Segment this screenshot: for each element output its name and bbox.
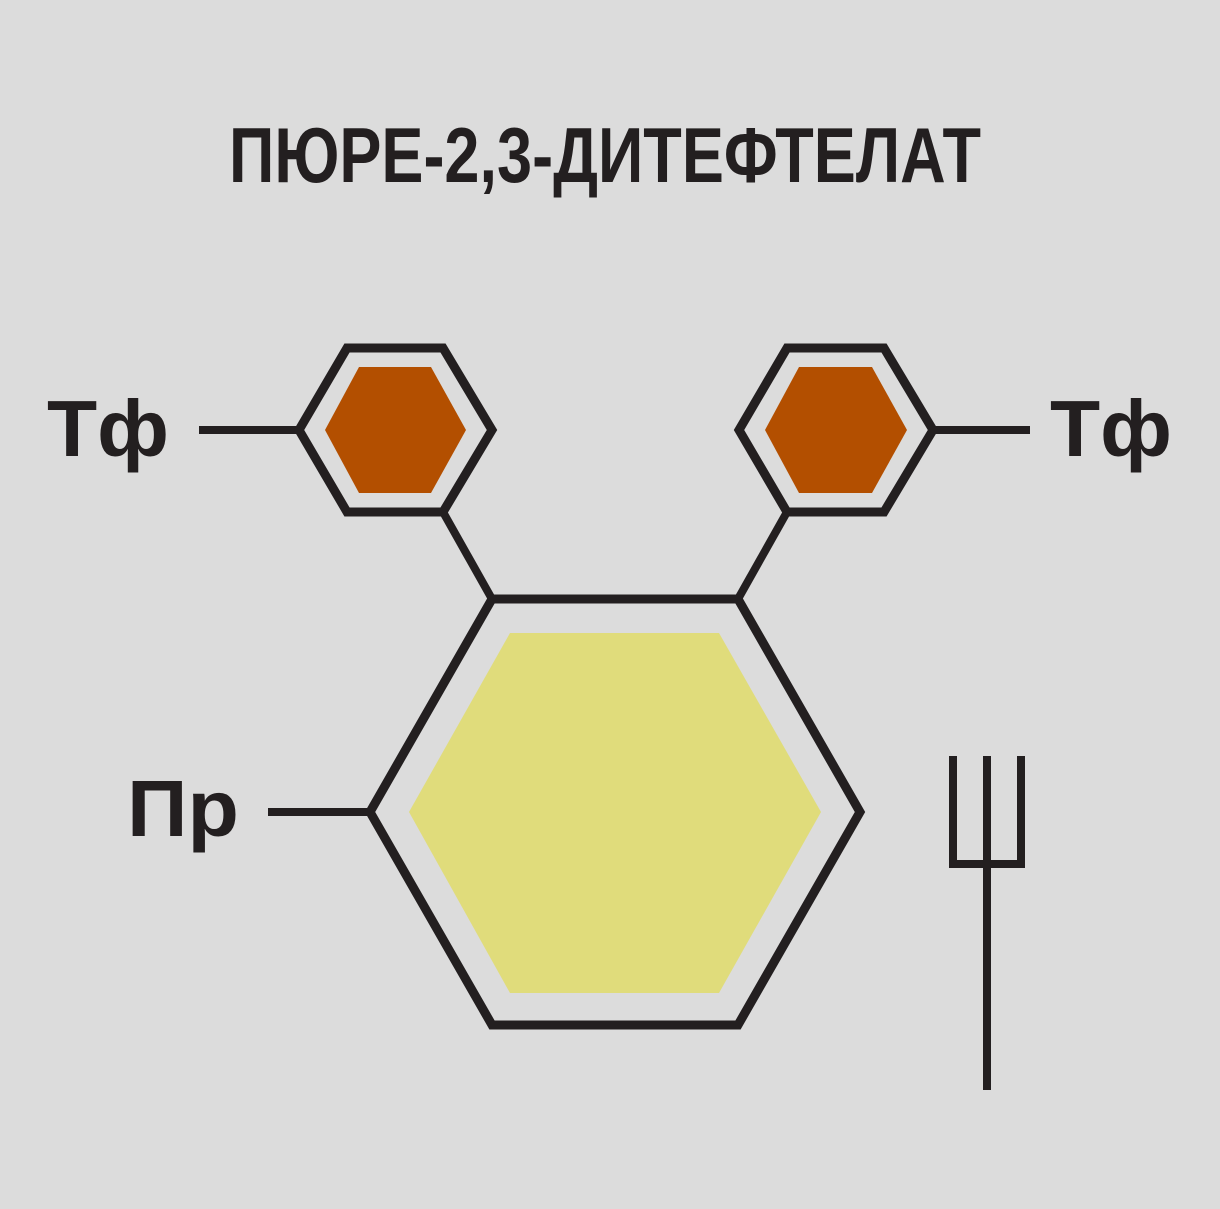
- right-group-label: Тф: [1050, 384, 1172, 473]
- bond-right-ring-to-main-ring: [734, 510, 791, 601]
- left-ring: [293, 343, 498, 517]
- fork-icon: [949, 756, 1025, 1090]
- bonds: [199, 426, 1030, 816]
- bond-left-ring-to-main-ring: [439, 510, 496, 601]
- right-ring: [733, 343, 939, 517]
- left-group-label: Тф: [47, 384, 169, 473]
- main-ring: [364, 594, 866, 1030]
- base-group-label: Пр: [127, 764, 239, 853]
- left-ring-fill: [325, 367, 466, 493]
- page-title: ПЮРЕ-2,3-ДИТЕФТЕЛАТ: [229, 111, 981, 199]
- right-ring-fill: [765, 367, 907, 493]
- main-ring-fill: [409, 633, 821, 993]
